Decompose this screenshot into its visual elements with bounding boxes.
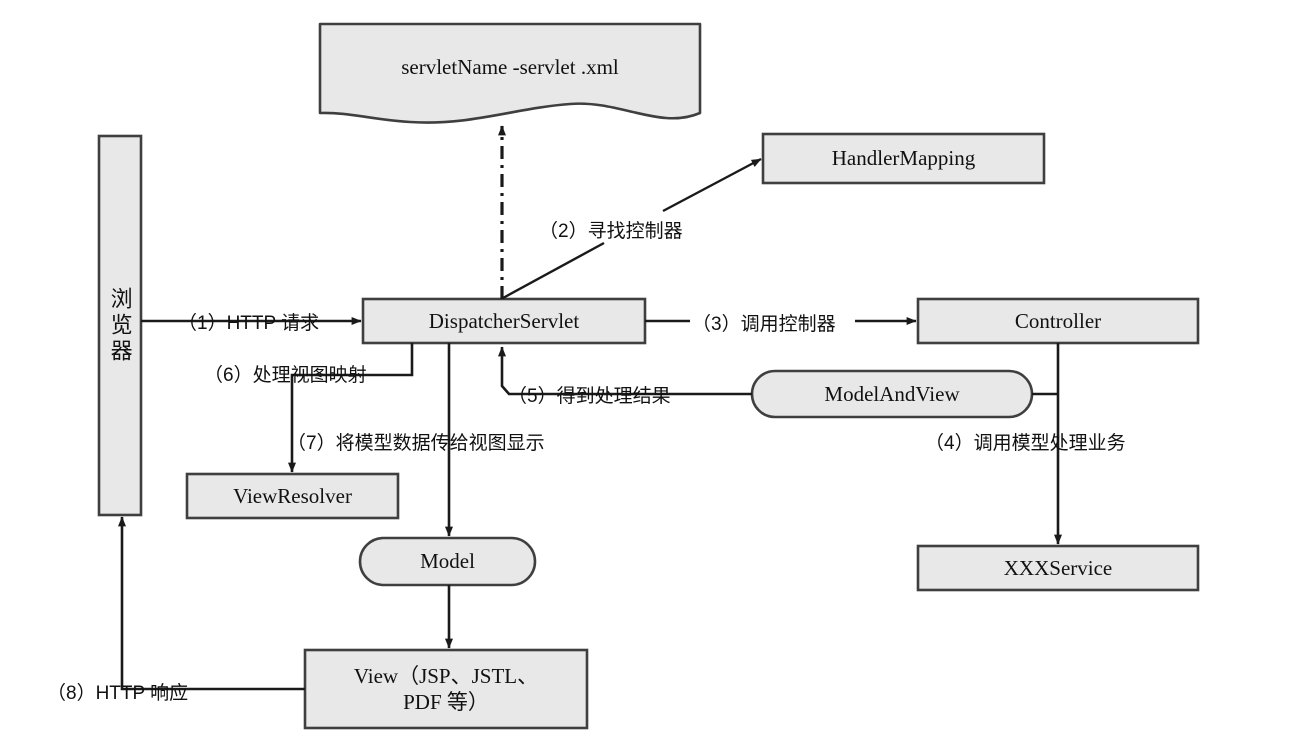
edge-6-view-mapping bbox=[288, 343, 414, 473]
edge-8-http-response bbox=[118, 516, 305, 691]
edge-2-find-controller-a bbox=[502, 241, 605, 300]
node-shape-browser bbox=[97, 134, 143, 517]
node-shape-model-and-view bbox=[750, 369, 1034, 419]
edge-2-find-controller-b bbox=[662, 157, 762, 213]
node-shape-model bbox=[358, 536, 537, 587]
node-shape-xxx-service bbox=[916, 544, 1200, 592]
node-shape-handler-mapping bbox=[761, 132, 1046, 185]
edge-5-processing-result bbox=[498, 346, 752, 396]
node-shape-config-xml bbox=[318, 22, 702, 124]
node-shape-view bbox=[303, 648, 589, 730]
node-shape-dispatcher-servlet bbox=[361, 297, 647, 345]
node-shape-view-resolver bbox=[185, 472, 400, 520]
node-shape-controller bbox=[916, 297, 1200, 345]
